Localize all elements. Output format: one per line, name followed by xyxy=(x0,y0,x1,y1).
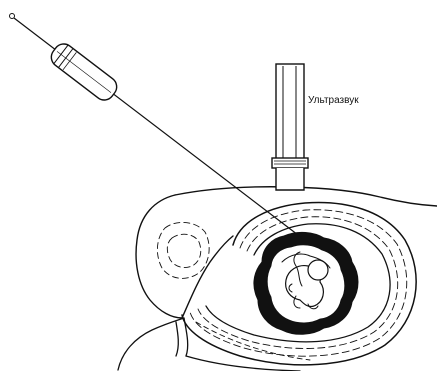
bladder-structure xyxy=(136,195,233,318)
ultrasound-probe xyxy=(272,64,308,190)
ultrasound-label: Ультразвук xyxy=(308,95,359,106)
gestational-sac xyxy=(254,232,358,334)
syringe-barrel xyxy=(47,40,120,104)
